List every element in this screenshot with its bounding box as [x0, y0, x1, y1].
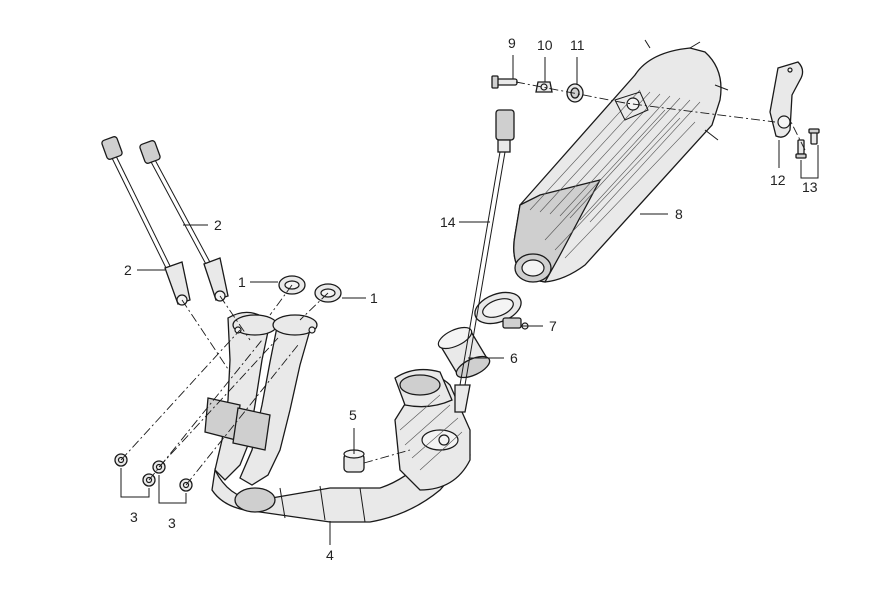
callout-10: 10	[537, 37, 553, 53]
clamp-part	[474, 291, 529, 330]
leader-lines	[120, 55, 819, 545]
lambda-sensor-left	[101, 136, 191, 306]
callout-7: 7	[549, 318, 557, 334]
sleeve-part	[437, 326, 491, 379]
collector-part	[394, 368, 471, 491]
header-pipe-part	[204, 311, 471, 523]
callout-5: 5	[349, 407, 357, 423]
nut-parts	[114, 453, 193, 492]
muffler-part	[513, 39, 729, 283]
callout-6: 6	[510, 350, 518, 366]
gasket-parts	[278, 275, 342, 303]
callout-2b: 2	[124, 262, 132, 278]
lambda-sensor-right	[139, 140, 229, 302]
callout-8: 8	[675, 206, 683, 222]
callout-14: 14	[440, 214, 456, 230]
screws-13-part	[795, 128, 820, 159]
callout-11: 11	[570, 37, 585, 53]
bracket-12-part	[769, 61, 804, 138]
callout-12: 12	[770, 172, 786, 188]
callout-1b: 1	[370, 290, 378, 306]
callout-9: 9	[508, 35, 516, 51]
callout-2a: 2	[214, 217, 222, 233]
callout-4: 4	[326, 547, 334, 563]
lambda-sensor-long	[454, 109, 515, 413]
callout-3a: 3	[130, 509, 138, 525]
callout-3b: 3	[168, 515, 176, 531]
spacer-10-part	[535, 81, 553, 93]
assembly-lines	[120, 81, 806, 486]
callout-labels: 1 1 2 2 3 3 4 5 6 7 8 9 10 11 12 13 14	[124, 35, 818, 563]
grommet-11-part	[566, 83, 584, 103]
callout-1a: 1	[238, 274, 246, 290]
bolt-9-part	[491, 75, 518, 89]
callout-13: 13	[802, 179, 818, 195]
